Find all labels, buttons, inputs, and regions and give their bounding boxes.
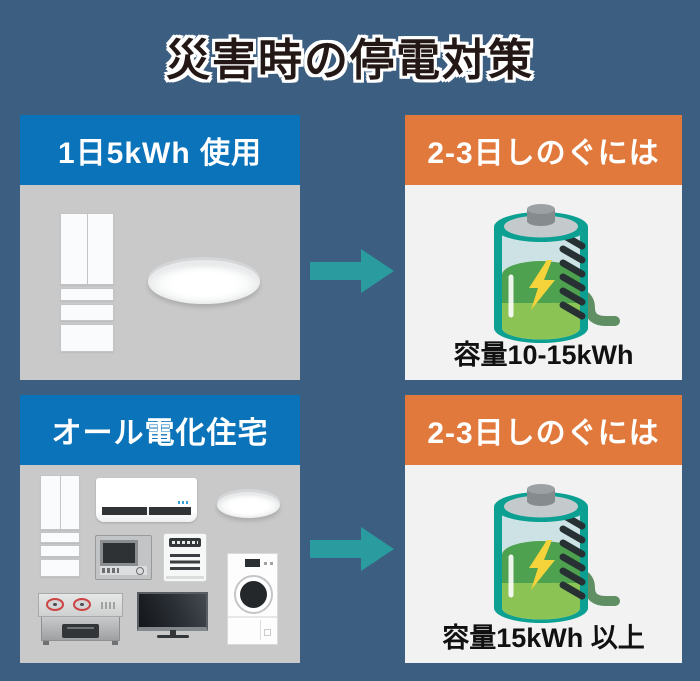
battery-panel-all-electric-header: 2-3日しのぐには [405,395,682,465]
ceiling-light-icon [148,260,260,304]
storage-battery-icon [494,204,620,343]
battery-panel-all-electric: 2-3日しのぐには [405,395,682,663]
usage-panel-standard: 1日5kWh 使用 [20,115,300,380]
page-title: 災害時の停電対策 [166,36,534,85]
arrow-right-icon [310,527,394,571]
battery-panel-standard: 2-3日しのぐには [405,115,682,380]
storage-battery-icon [494,484,620,623]
battery-panel-standard-body: 容量10-15kWh [405,185,682,380]
fan-heater-icon [163,533,207,582]
usage-panel-all-electric: オール電化住宅 [20,395,300,663]
lightning-bolt-icon [529,540,555,590]
refrigerator-icon [40,475,80,577]
usage-panel-all-electric-header: オール電化住宅 [20,395,300,465]
usage-panel-all-electric-body [20,465,300,663]
battery-panel-standard-header: 2-3日しのぐには [405,115,682,185]
capacity-label: 容量15kWh 以上 [442,623,645,653]
arrow-right-icon [310,249,394,293]
lightning-bolt-icon [529,260,555,310]
drum-washing-machine-icon [227,553,278,645]
tv-icon [137,592,208,641]
microwave-oven-icon [95,535,152,580]
usage-panel-standard-header: 1日5kWh 使用 [20,115,300,185]
battery-panel-all-electric-body: 容量15kWh 以上 [405,465,682,663]
usage-panel-standard-body [20,185,300,380]
ih-cooktop-icon [38,593,123,645]
capacity-label: 容量10-15kWh [453,340,634,370]
air-conditioner-icon [96,478,197,522]
refrigerator-icon [60,213,114,352]
ceiling-light-icon [217,492,280,518]
